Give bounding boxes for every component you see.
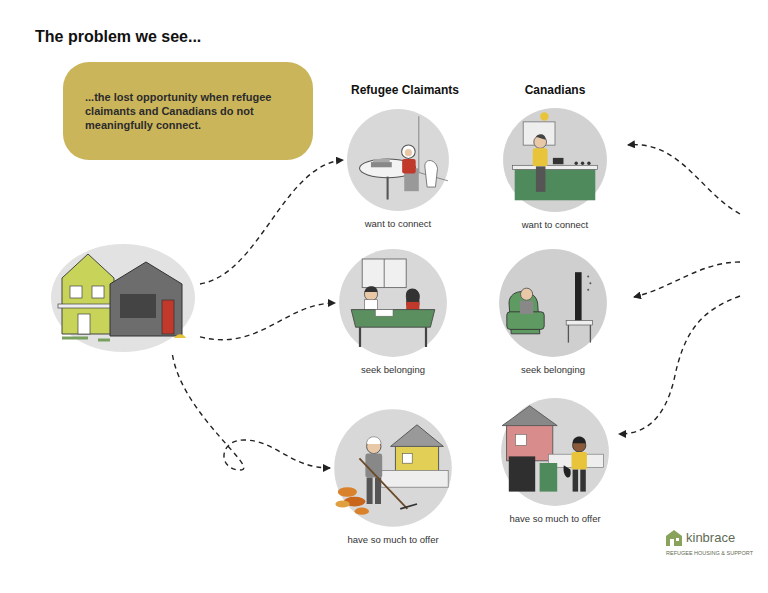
dashed-arrow [173, 355, 331, 470]
diagram-title: The problem we see... [35, 28, 201, 46]
column-header: Refugee Claimants [351, 84, 459, 98]
vignette-illustration [498, 248, 608, 358]
vignette-caption: have so much to offer [509, 513, 600, 525]
vignette-caption: seek belonging [521, 364, 585, 376]
vignette-illustration [333, 408, 453, 528]
vignette-caption: want to connect [365, 218, 432, 230]
logo-icon [666, 530, 682, 546]
vignette-illustration [502, 107, 608, 213]
vignette-circle: want to connect [346, 108, 450, 231]
vignette-circle: seek belonging [338, 248, 448, 377]
vignette-caption: want to connect [522, 219, 589, 231]
dashed-arrow [200, 160, 343, 284]
vignette-circle: want to connect [502, 107, 608, 232]
vignette-illustration [500, 397, 610, 507]
vignette-illustration [346, 108, 450, 212]
vignette-circle: seek belonging [498, 248, 608, 377]
house-drawing [48, 238, 198, 353]
dashed-arrow [200, 303, 335, 340]
house-illustration [48, 238, 198, 353]
callout-text: ...the lost opportunity when refugee cla… [85, 90, 291, 132]
vignette-circle: have so much to offer [333, 408, 453, 547]
column-header: Canadians [525, 84, 586, 98]
vignette-circle: have so much to offer [500, 397, 610, 526]
logo-tagline: REFUGEE HOUSING & SUPPORT [666, 550, 753, 556]
vignette-caption: have so much to offer [347, 534, 438, 546]
logo-wordmark: kinbrace [686, 531, 735, 546]
callout-box: ...the lost opportunity when refugee cla… [63, 62, 313, 160]
callout-text-group: ...the lost opportunity when refugee cla… [85, 90, 291, 132]
vignette-illustration [338, 248, 448, 358]
vignette-caption: seek belonging [361, 364, 425, 376]
